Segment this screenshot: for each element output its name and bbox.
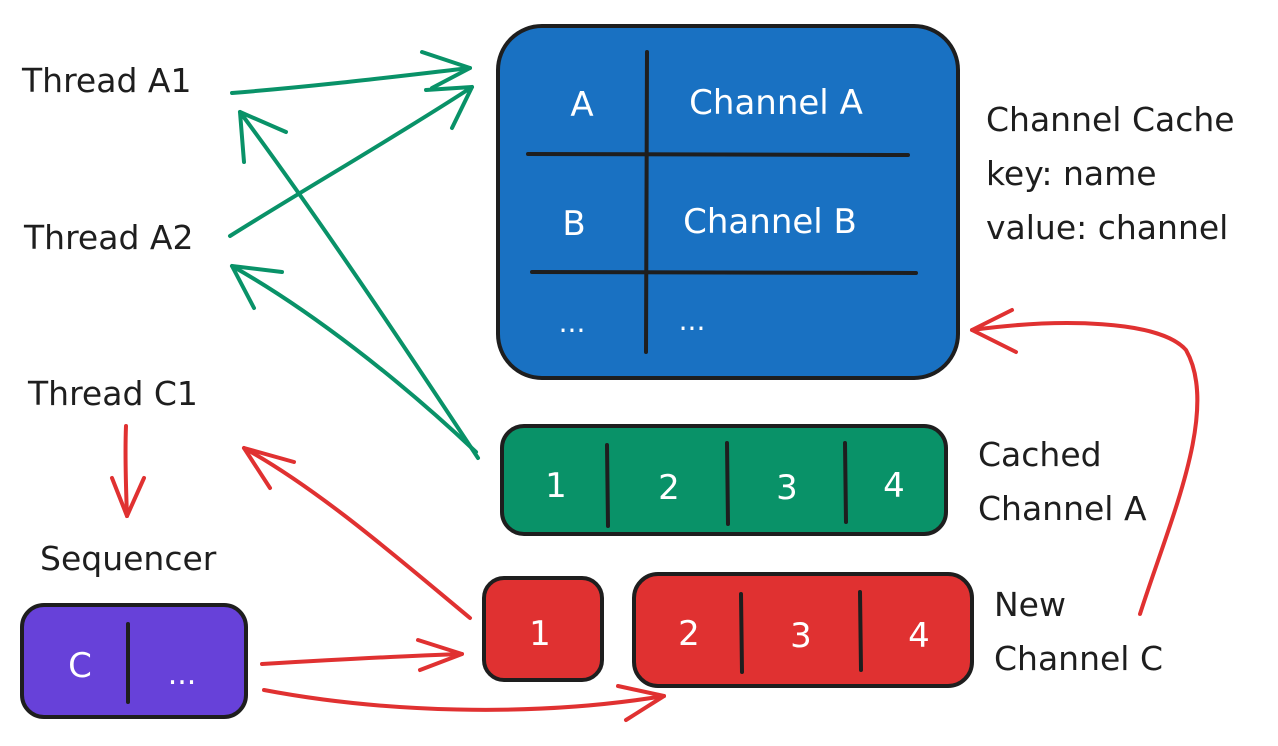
arrow-c1-to-sequencer <box>123 424 129 518</box>
cached-channel-a-caption-line: Channel A <box>978 489 1147 528</box>
sequencer-box-body <box>20 603 248 719</box>
arrowhead-icon <box>420 50 472 90</box>
cached-cell: 2 <box>658 468 680 508</box>
thread-a2-label: Thread A2 <box>23 218 193 257</box>
arrowhead-icon <box>424 85 474 130</box>
channel-cache-caption-line: value: channel <box>986 208 1228 247</box>
arrow-cached-to-a1 <box>238 110 480 460</box>
cache-row-divider-2 <box>530 270 918 275</box>
cache-row-divider-1 <box>526 152 910 157</box>
arrowhead-icon <box>110 476 146 518</box>
channel-cache-caption-line: Channel Cache <box>986 100 1235 139</box>
cached-channel-a-box-body <box>500 424 948 536</box>
new-cell-divider <box>858 590 863 672</box>
arrowhead-icon <box>242 446 296 490</box>
new-cell: 3 <box>790 616 812 656</box>
arrowhead-icon <box>230 264 284 310</box>
cache-row-key: A <box>570 85 593 125</box>
arrow-sequencer-to-new-rest <box>262 688 666 712</box>
cache-row-value: ... <box>679 304 706 337</box>
cache-row-key: B <box>562 204 585 244</box>
arrow-a1-to-cache <box>230 66 472 95</box>
arrow-new-to-cache <box>970 321 1200 616</box>
channel-cache-box: A Channel A B Channel B ... ... <box>496 24 960 380</box>
sequencer-label: Sequencer <box>40 539 217 578</box>
cached-cell: 1 <box>545 466 567 506</box>
new-cell-divider <box>739 592 744 674</box>
new-cell: 2 <box>678 614 700 654</box>
cached-cell: 3 <box>776 468 798 508</box>
thread-a1-label: Thread A1 <box>21 61 191 100</box>
new-channel-c-box: 2 3 4 <box>632 572 974 688</box>
cached-channel-a-box: 1 2 3 4 <box>500 424 948 536</box>
arrowhead-icon <box>416 638 464 672</box>
sequencer-box: C ... <box>20 603 248 719</box>
cached-cell-divider <box>725 441 730 526</box>
arrow-a2-to-cache <box>228 85 474 238</box>
new-cell: 4 <box>908 616 930 656</box>
new-channel-c-caption-line: New <box>994 585 1066 624</box>
new-channel-c-first-cell: 1 <box>529 614 551 654</box>
arrow-sequencer-to-new-first <box>260 652 464 666</box>
new-channel-c-caption-line: Channel C <box>994 639 1163 678</box>
new-channel-c-box-body <box>632 572 974 688</box>
cached-cell-divider <box>605 443 610 528</box>
cached-cell-divider <box>843 441 848 524</box>
sequencer-cell-c: C <box>68 646 92 686</box>
thread-c1-label: Thread C1 <box>27 374 198 413</box>
arrow-new-to-c1 <box>242 446 472 620</box>
new-channel-c-first-box: 1 <box>482 576 604 682</box>
cached-channel-a-caption-line: Cached <box>978 435 1102 474</box>
cached-cell: 4 <box>883 466 905 506</box>
cache-row-value: Channel A <box>689 83 863 123</box>
arrow-cached-to-a2 <box>230 264 478 454</box>
cache-row-key: ... <box>559 306 586 339</box>
channel-cache-caption-line: key: name <box>986 154 1157 193</box>
cache-column-divider <box>644 50 649 354</box>
channel-cache-box-body <box>496 24 960 380</box>
sequencer-cell-more: ... <box>168 657 197 692</box>
new-channel-c-first-box-body <box>482 576 604 682</box>
arrowhead-icon <box>238 110 288 164</box>
cache-row-value: Channel B <box>683 202 857 242</box>
arrowhead-icon <box>970 308 1018 354</box>
arrowhead-icon <box>616 684 666 722</box>
